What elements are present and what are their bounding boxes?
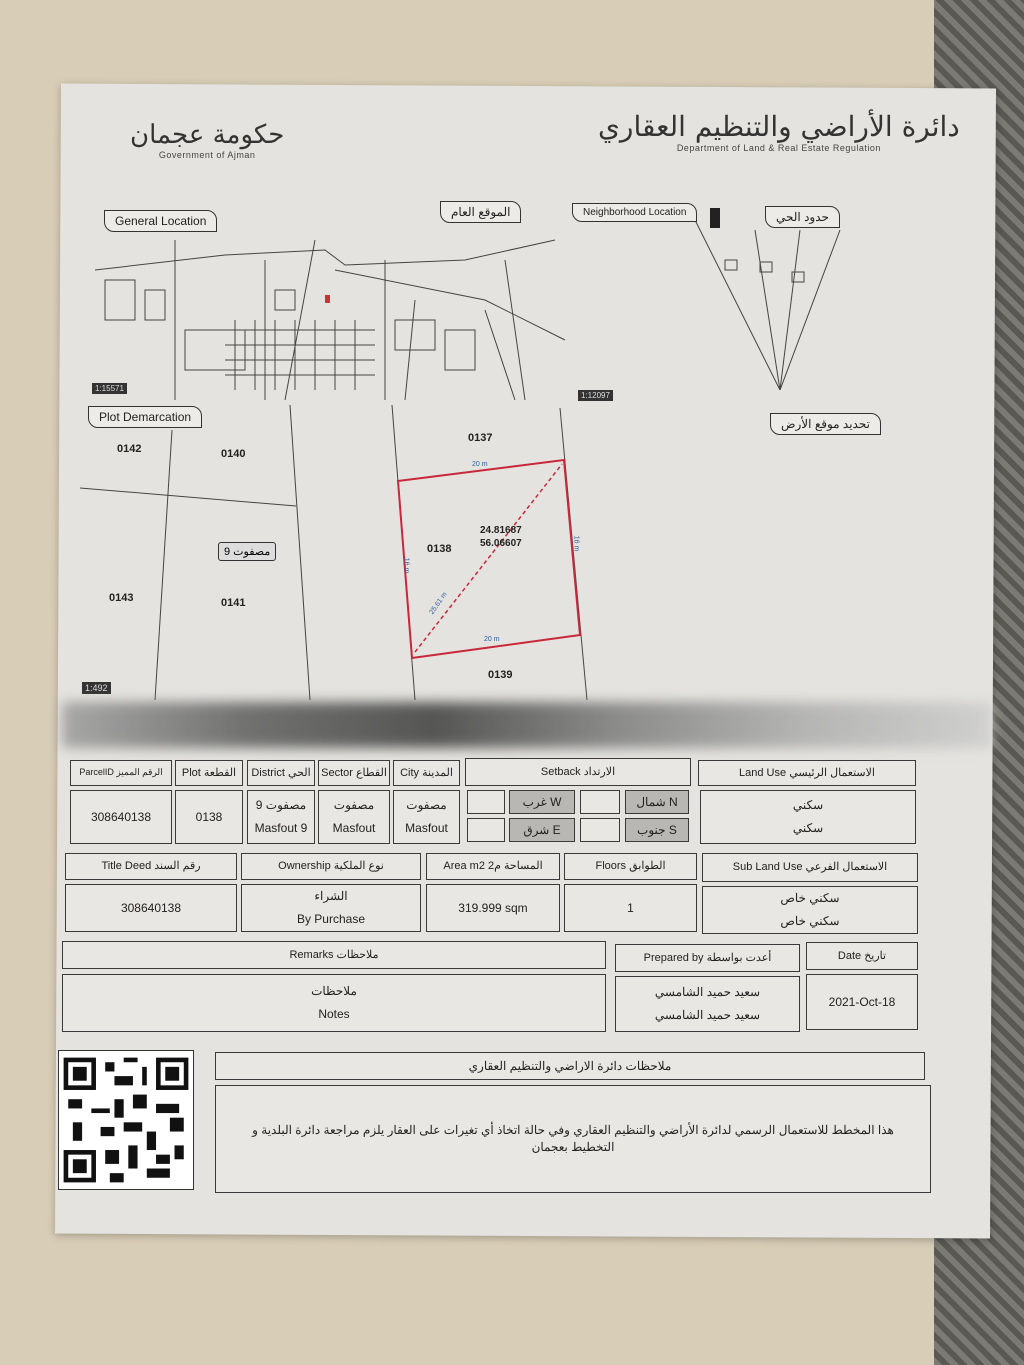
dimension-left: 16 m — [402, 557, 410, 574]
sector-header: Sector القطاع — [318, 760, 390, 786]
dept-remarks-header: ملاحظات دائرة الاراضي والتنظيم العقاري — [215, 1052, 925, 1080]
department-logo: دائرة الأراضي والتنظيم العقاري Departmen… — [598, 110, 960, 153]
sub-land-use-header: Sub Land Use الاستعمال الفرعي — [702, 853, 918, 882]
district-header: District الحي — [247, 760, 315, 786]
plot-map-scale: 1:492 — [82, 682, 111, 694]
boundary-line — [289, 404, 311, 700]
setback-west-label: غرب W — [509, 790, 575, 814]
sector-en: Masfout — [332, 821, 376, 835]
setback-s-value — [580, 818, 620, 842]
parcel-id-value: 308640138 — [70, 790, 172, 844]
coordinate-lat: 24.81687 — [480, 525, 522, 536]
dimension-right: 16 m — [572, 535, 580, 552]
gov-logo-english: Government of Ajman — [158, 150, 256, 160]
district-ar: مصفوت 9 — [255, 798, 307, 813]
title-deed-value: 308640138 — [65, 884, 237, 932]
setback-north-label: شمال N — [625, 790, 689, 814]
sub-land-use-1: سكني خاص — [780, 891, 840, 906]
general-location-map — [94, 239, 566, 400]
floors-value: 1 — [564, 884, 697, 932]
gov-logo-arabic: حكومة عجمان — [130, 120, 285, 150]
title-deed-header: Title Deed رقم السند — [65, 853, 237, 880]
city-en: Masfout — [405, 821, 448, 835]
ownership-en: By Purchase — [296, 912, 366, 926]
sector-value: مصفوت Masfout — [318, 790, 390, 844]
dimension-bottom: 20 m — [484, 636, 500, 643]
land-use-1: سكني — [792, 798, 824, 813]
area-header: Area m2 المساحة م2 — [426, 853, 560, 880]
setback-w-value — [467, 790, 505, 814]
neighborhood-map-scale: 1:12097 — [578, 390, 613, 401]
sub-land-use-2: سكني خاص — [780, 914, 840, 928]
ownership-header: Ownership نوع الملكية — [241, 853, 421, 880]
city-header: City المدينة — [393, 760, 460, 786]
boundary-line — [80, 487, 297, 507]
prepared-by-2: سعيد حميد الشامسي — [654, 1008, 761, 1022]
floors-header: Floors الطوابق — [564, 853, 697, 880]
plot-number: 0139 — [488, 669, 513, 681]
general-map-scale: 1:15571 — [92, 383, 127, 394]
general-location-label-ar: الموقع العام — [440, 201, 522, 223]
ownership-value: الشراء By Purchase — [241, 884, 421, 932]
plot-number: 0137 — [468, 432, 493, 444]
district-en: Masfout 9 — [254, 821, 308, 835]
plot-diagonal — [414, 463, 563, 653]
plot-number: 0140 — [221, 448, 246, 460]
area-value: 319.999 sqm — [426, 884, 560, 932]
general-location-label: General Location — [104, 210, 218, 232]
remarks-value: ملاحظات Notes — [62, 974, 606, 1032]
neighborhood-location-label: Neighborhood Location — [572, 203, 698, 222]
plot-number: 0141 — [221, 597, 246, 609]
plot-header: Plot القطعة — [175, 760, 243, 786]
plot-demarcation-map — [80, 404, 588, 700]
setback-header: Setback الارتداد — [465, 758, 691, 786]
dept-logo-arabic: دائرة الأراضي والتنظيم العقاري — [598, 110, 960, 143]
parcel-id-header: ParcelID الرقم المميز — [70, 760, 172, 786]
setback-east-label: شرق E — [509, 818, 575, 842]
district-value: مصفوت 9 Masfout 9 — [247, 790, 315, 844]
sector-ar: مصفوت — [333, 798, 375, 813]
district-tag: مصفوت 9 — [218, 542, 277, 561]
boundary-line — [154, 429, 173, 700]
dimension-top: 20 m — [472, 461, 488, 468]
setback-south-label: جنوب S — [625, 818, 689, 842]
land-use-2: سكني — [792, 821, 824, 835]
government-of-ajman-logo: حكومة عجمان Government of Ajman — [130, 120, 284, 160]
plot-0138-boundary — [396, 458, 582, 660]
setback-n-value — [580, 790, 620, 814]
remarks-ar: ملاحظات — [311, 984, 357, 999]
city-ar: مصفوت — [406, 798, 447, 813]
plot-demarcation-label: Plot Demarcation — [88, 406, 203, 428]
prepared-by-header: Prepared by أعدت بواسطة — [615, 944, 800, 972]
date-value: 2021-Oct-18 — [806, 974, 918, 1030]
plot-location-label-ar: تحديد موقع الأرض — [770, 413, 881, 435]
remarks-en: Notes — [318, 1007, 350, 1021]
land-use-header: Land Use الاستعمال الرئيسي — [698, 760, 916, 786]
setback-e-value — [467, 818, 505, 842]
plot-number: 0143 — [109, 592, 134, 604]
prepared-by-value: سعيد حميد الشامسي سعيد حميد الشامسي — [615, 976, 800, 1032]
plot-value: 0138 — [175, 790, 243, 844]
plot-number: 0138 — [427, 543, 452, 555]
dept-logo-english: Department of Land & Real Estate Regulat… — [676, 143, 881, 153]
date-header: Date تاريخ — [806, 942, 918, 970]
plot-number: 0142 — [117, 443, 142, 455]
coordinate-lon: 56.06607 — [480, 538, 522, 549]
remarks-header: Remarks ملاحظات — [62, 941, 606, 969]
prepared-by-1: سعيد حميد الشامسي — [654, 985, 761, 1000]
dept-remarks-body: هذا المخطط للاستعمال الرسمي لدائرة الأرا… — [215, 1085, 931, 1193]
sub-land-use-value: سكني خاص سكني خاص — [702, 886, 918, 934]
neighborhood-location-map — [689, 208, 841, 391]
qr-code — [58, 1050, 194, 1190]
city-value: مصفوت Masfout — [393, 790, 460, 844]
neighborhood-boundary-label-ar: حدود الحي — [765, 206, 840, 228]
ownership-ar: الشراء — [314, 889, 348, 904]
redacted-strip — [62, 702, 992, 748]
land-use-value: سكني سكني — [700, 790, 916, 844]
